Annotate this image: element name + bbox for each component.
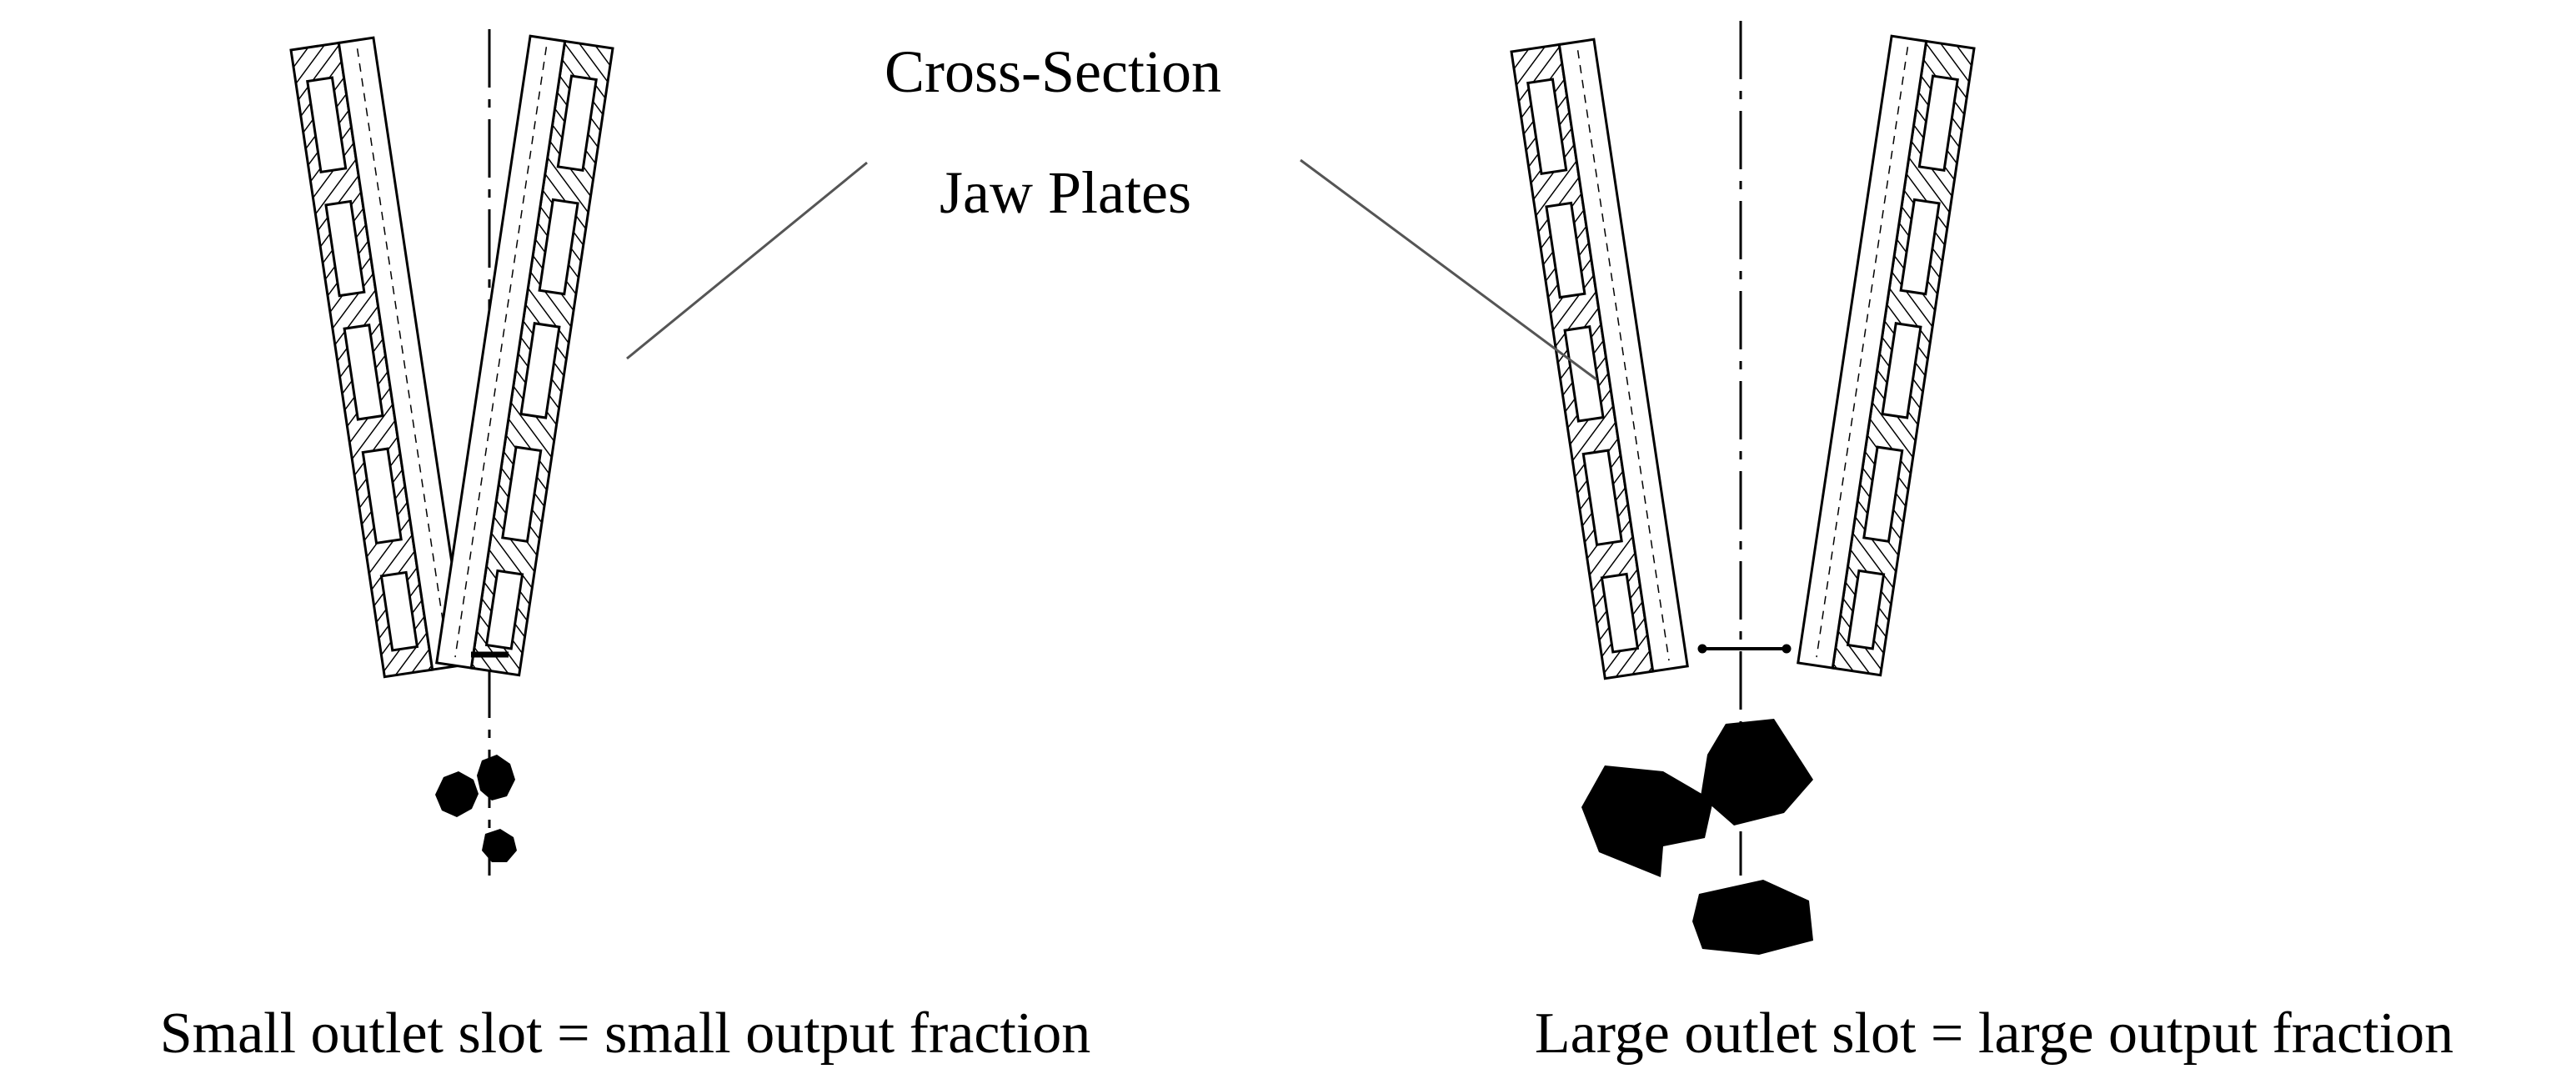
right-fixed-jaw-plate (1510, 38, 1689, 680)
left-crusher (289, 29, 614, 876)
left-fixed-jaw-plate (289, 36, 469, 679)
caption-large-outlet: Large outlet slot = large output fractio… (1535, 1001, 2453, 1066)
left-small-particles (435, 755, 517, 862)
callout: Cross-Section Jaw Plates (626, 38, 1597, 381)
large-particle (1701, 719, 1813, 826)
right-crusher (1510, 21, 1976, 876)
callout-label-jaw-plates: Jaw Plates (940, 159, 1191, 226)
small-particle (435, 771, 479, 817)
callout-label-cross-section: Cross-Section (885, 38, 1221, 105)
large-particle (1581, 765, 1713, 877)
left-moving-jaw-plate (435, 34, 614, 677)
callout-leader-left (626, 161, 868, 360)
small-particle (482, 829, 517, 862)
right-moving-jaw-plate (1797, 34, 1976, 677)
right-large-particles (1581, 719, 1813, 955)
small-particle (477, 755, 515, 800)
caption-small-outlet: Small outlet slot = small output fractio… (160, 1001, 1091, 1066)
callout-leader-right (1300, 158, 1597, 381)
right-outlet-slot-marker (1697, 644, 1792, 654)
large-particle (1692, 880, 1813, 955)
